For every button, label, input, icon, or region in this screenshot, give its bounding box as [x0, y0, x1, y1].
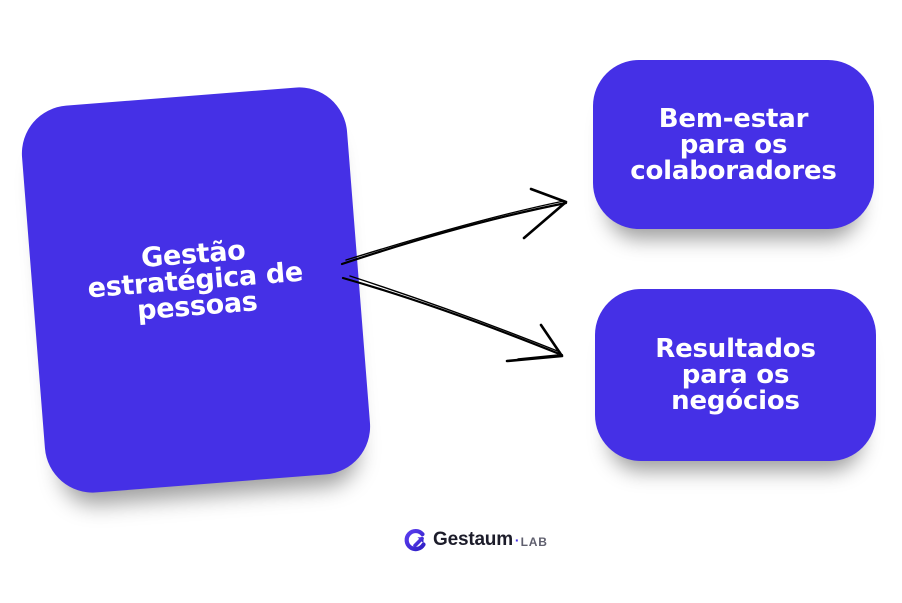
wellbeing-line-1: Bem-estar [658, 103, 809, 134]
wellbeing-line-3: colaboradores [630, 155, 837, 186]
results-line-3: negócios [671, 386, 800, 416]
results-line-1: Resultados [655, 334, 816, 364]
arrow-to-wellbeing-icon [340, 187, 568, 266]
arrow-to-results-icon [341, 275, 564, 363]
target-node-results-card: Resultados para os negócios [595, 289, 876, 461]
brand-separator: · [514, 532, 520, 548]
source-node-card: Gestão estratégica de pessoas [18, 83, 374, 497]
target-node-wellbeing-label: Bem-estar para os colaboradores [604, 106, 864, 184]
gestaum-g-arrow-icon [404, 528, 426, 552]
wellbeing-line-2: para os [679, 129, 788, 160]
target-node-wellbeing-card: Bem-estar para os colaboradores [593, 60, 874, 229]
source-node-label: Gestão estratégica de pessoas [43, 230, 348, 331]
brand-suffix: LAB [520, 534, 548, 549]
brand-logo: Gestaum · LAB [404, 527, 548, 553]
results-line-2: para os [681, 360, 790, 390]
brand-name: Gestaum [433, 529, 513, 550]
target-node-results-label: Resultados para os negócios [606, 336, 866, 414]
